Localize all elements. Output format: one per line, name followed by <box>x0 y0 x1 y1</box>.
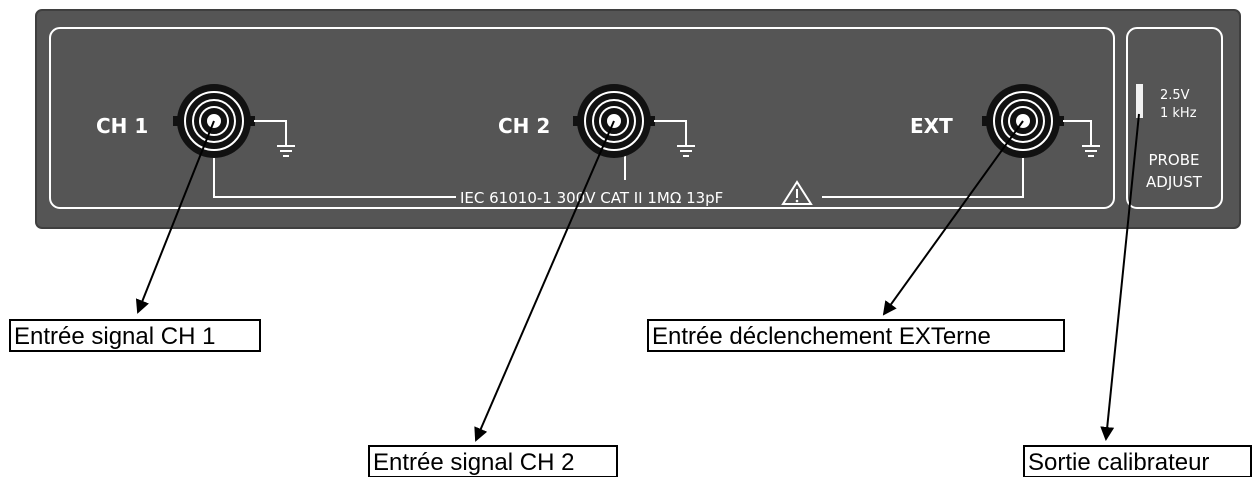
arrow-ch2 <box>474 120 615 442</box>
callout-ch1: Entrée signal CH 1 <box>14 323 215 350</box>
input-section-outline <box>49 27 1115 209</box>
arrow-calibrator <box>1100 113 1140 441</box>
channel-label-ch1: CH 1 <box>96 114 148 138</box>
calibrator-output-terminal[interactable] <box>1136 84 1143 118</box>
warning-triangle-icon <box>781 180 813 205</box>
ground-symbol-icon-ext <box>1063 120 1100 157</box>
callout-ch2: Entrée signal CH 2 <box>373 449 574 476</box>
calibrator-section-outline <box>1126 27 1223 209</box>
ground-symbol-icon-ch2 <box>654 120 695 157</box>
callout-box-ch2 <box>368 445 618 477</box>
callout-calibrator: Sortie calibrateur <box>1028 449 1209 476</box>
callout-box-ext <box>647 319 1065 352</box>
channel-label-ext: EXT <box>910 114 953 138</box>
callout-box-calibrator <box>1023 445 1252 477</box>
calibrator-title-line2: ADJUST <box>1146 173 1203 191</box>
calibrator-frequency: 1 kHz <box>1160 106 1197 121</box>
arrow-ext <box>882 120 1024 316</box>
callout-ext: Entrée déclenchement EXTerne <box>652 323 991 350</box>
calibrator-voltage: 2.5V <box>1160 88 1190 103</box>
rating-text: IEC 61010-1 300V CAT II 1MΩ 13pF <box>460 189 723 207</box>
callout-box-ch1 <box>9 319 261 352</box>
arrow-ch1 <box>135 120 215 314</box>
shared-ground-bus-line-right <box>822 152 1024 198</box>
shared-ground-bus-line-left <box>213 152 456 198</box>
calibrator-title-line1: PROBE <box>1148 151 1199 169</box>
channel-label-ch2: CH 2 <box>498 114 550 138</box>
ground-symbol-icon-ch1 <box>254 120 295 157</box>
